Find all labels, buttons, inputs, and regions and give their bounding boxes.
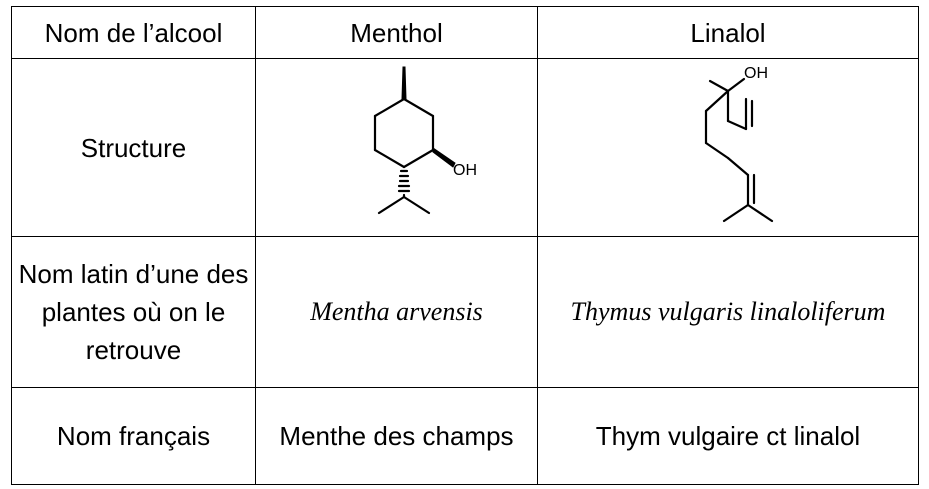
linalol-structure: OH bbox=[704, 65, 774, 222]
menthol-latin-name: Mentha arvensis bbox=[255, 236, 538, 388]
table-row: Nom français Menthe des champs Thym vulg… bbox=[11, 387, 919, 485]
header-menthol: Menthol bbox=[255, 6, 538, 59]
menthol-french-name: Menthe des champs bbox=[255, 387, 538, 485]
linalol-french-name: Thym vulgaire ct linalol bbox=[537, 387, 919, 485]
header-linalol: Linalol bbox=[537, 6, 919, 59]
menthol-oh-label: OH bbox=[453, 162, 477, 179]
header-alcohol-name: Nom de l’alcool bbox=[11, 6, 256, 59]
table-row: Nom latin d’une des plantes où on le ret… bbox=[11, 236, 919, 388]
linalol-latin-name: Thymus vulgaris linaloliferum bbox=[537, 236, 919, 388]
table-row: Structure bbox=[11, 58, 919, 237]
alcohol-table: Nom de l’alcool Menthol Linalol Structur… bbox=[11, 6, 919, 485]
linalol-oh-label: OH bbox=[744, 65, 768, 82]
linalol-structure-cell: OH bbox=[537, 58, 919, 237]
row-label-french-name: Nom français bbox=[11, 387, 256, 485]
menthol-structure: OH bbox=[373, 66, 477, 214]
row-label-structure: Structure bbox=[11, 58, 256, 237]
table-header-row: Nom de l’alcool Menthol Linalol bbox=[11, 6, 919, 59]
row-label-latin-name: Nom latin d’une des plantes où on le ret… bbox=[11, 236, 256, 388]
menthol-structure-cell: OH bbox=[255, 58, 538, 237]
